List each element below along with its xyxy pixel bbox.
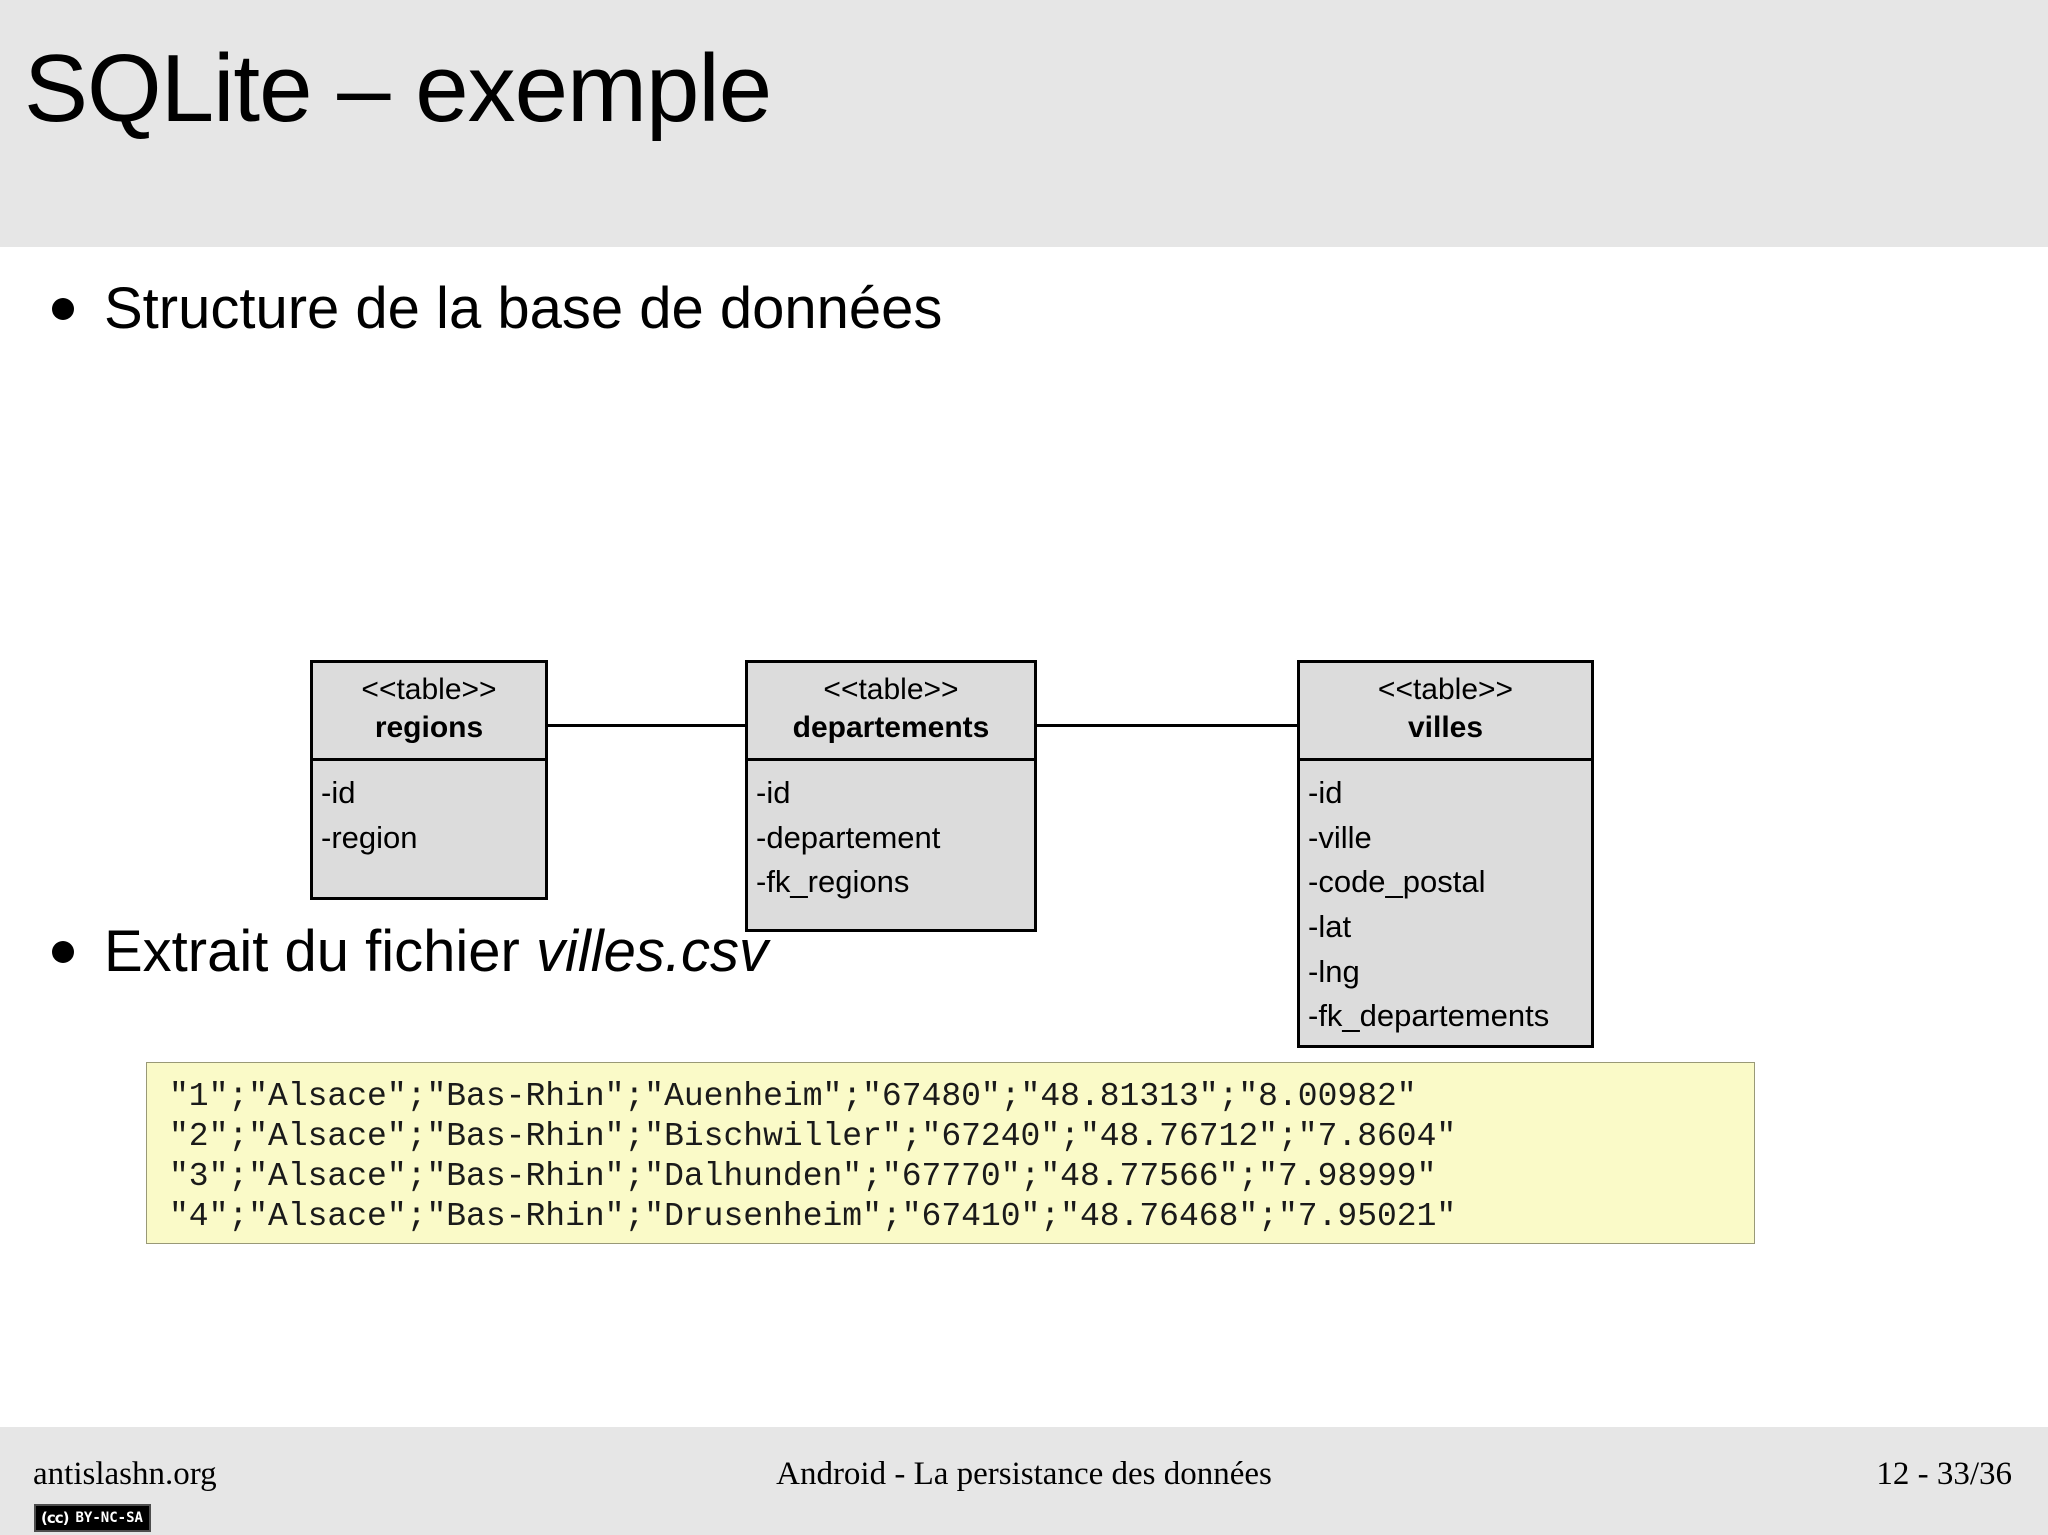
uml-attribute: -departement — [756, 819, 941, 855]
uml-table-regions: <<table>> regions -id -region — [310, 660, 548, 900]
bullet-dot-icon — [52, 298, 74, 320]
footer-deck-title: Android - La persistance des données — [776, 1456, 1272, 1492]
uml-attribute: -code_postal — [1308, 864, 1486, 900]
footer-page-number: 12 - 33/36 — [1876, 1456, 2012, 1492]
cc-logo-icon: (cc) — [36, 1506, 74, 1530]
uml-attributes-villes: -id -ville -code_postal -lat -lng -fk_de… — [1300, 761, 1591, 1039]
bullet-dot-icon — [52, 941, 74, 963]
uml-table-name-regions: regions — [374, 710, 484, 744]
uml-association-regions-departements — [548, 724, 746, 727]
bullet-label-extrait-plain: Extrait du fichier — [104, 919, 536, 984]
slide-body: Structure de la base de données <<table>… — [0, 247, 2048, 1427]
uml-class-diagram: <<table>> regions -id -region <<table>> … — [0, 247, 2048, 1048]
uml-table-header-departements: <<table>> departements — [748, 663, 1034, 761]
uml-table-villes: <<table>> villes -id -ville -code_postal… — [1297, 660, 1594, 1048]
csv-line: "2";"Alsace";"Bas-Rhin";"Bischwiller";"6… — [169, 1118, 1457, 1155]
bullet-label-structure: Structure de la base de données — [104, 276, 943, 341]
csv-line: "3";"Alsace";"Bas-Rhin";"Dalhunden";"677… — [169, 1158, 1437, 1195]
page-title: SQLite – exemple — [24, 35, 772, 142]
uml-table-header-regions: <<table>> regions — [313, 663, 545, 761]
uml-attribute: -fk_regions — [756, 864, 910, 900]
creative-commons-badge-icon[interactable]: (cc) BY-NC-SA — [34, 1504, 151, 1532]
bullet-item-extrait: Extrait du fichier villes.csv — [52, 923, 768, 981]
cc-terms-label: BY-NC-SA — [73, 1506, 149, 1530]
uml-attribute: -id — [756, 775, 791, 810]
slide-footer-band: antislashn.org Android - La persistance … — [0, 1427, 2048, 1535]
slide-header-band: SQLite – exemple — [0, 0, 2048, 247]
uml-attributes-departements: -id -departement -fk_regions — [748, 761, 1034, 905]
uml-attribute: -id — [321, 775, 356, 810]
uml-attribute: -lng — [1308, 953, 1360, 989]
uml-table-name-villes: villes — [1407, 710, 1484, 744]
footer-site-name[interactable]: antislashn.org — [33, 1456, 217, 1492]
uml-attribute: -ville — [1308, 819, 1372, 855]
uml-table-name-departements: departements — [792, 710, 990, 744]
bullet-label-extrait-filename: villes.csv — [535, 919, 768, 984]
uml-attribute: -region — [321, 819, 418, 855]
uml-stereotype-departements: <<table>> — [823, 673, 959, 706]
uml-table-header-villes: <<table>> villes — [1300, 663, 1591, 761]
uml-attribute: -id — [1308, 775, 1343, 810]
uml-attributes-regions: -id -region — [313, 761, 545, 860]
uml-association-departements-villes — [1037, 724, 1298, 727]
csv-excerpt-block: "1";"Alsace";"Bas-Rhin";"Auenheim";"6748… — [146, 1062, 1755, 1244]
bullet-label-extrait: Extrait du fichier villes.csv — [104, 923, 768, 981]
bullet-item-structure: Structure de la base de données — [52, 280, 942, 338]
uml-table-departements: <<table>> departements -id -departement … — [745, 660, 1037, 932]
csv-line: "4";"Alsace";"Bas-Rhin";"Drusenheim";"67… — [169, 1198, 1457, 1235]
csv-line: "1";"Alsace";"Bas-Rhin";"Auenheim";"6748… — [169, 1078, 1417, 1115]
uml-attribute: -lat — [1308, 908, 1352, 944]
uml-stereotype-regions: <<table>> — [361, 673, 497, 706]
uml-attribute: -fk_departements — [1308, 998, 1550, 1034]
uml-stereotype-villes: <<table>> — [1377, 673, 1514, 706]
